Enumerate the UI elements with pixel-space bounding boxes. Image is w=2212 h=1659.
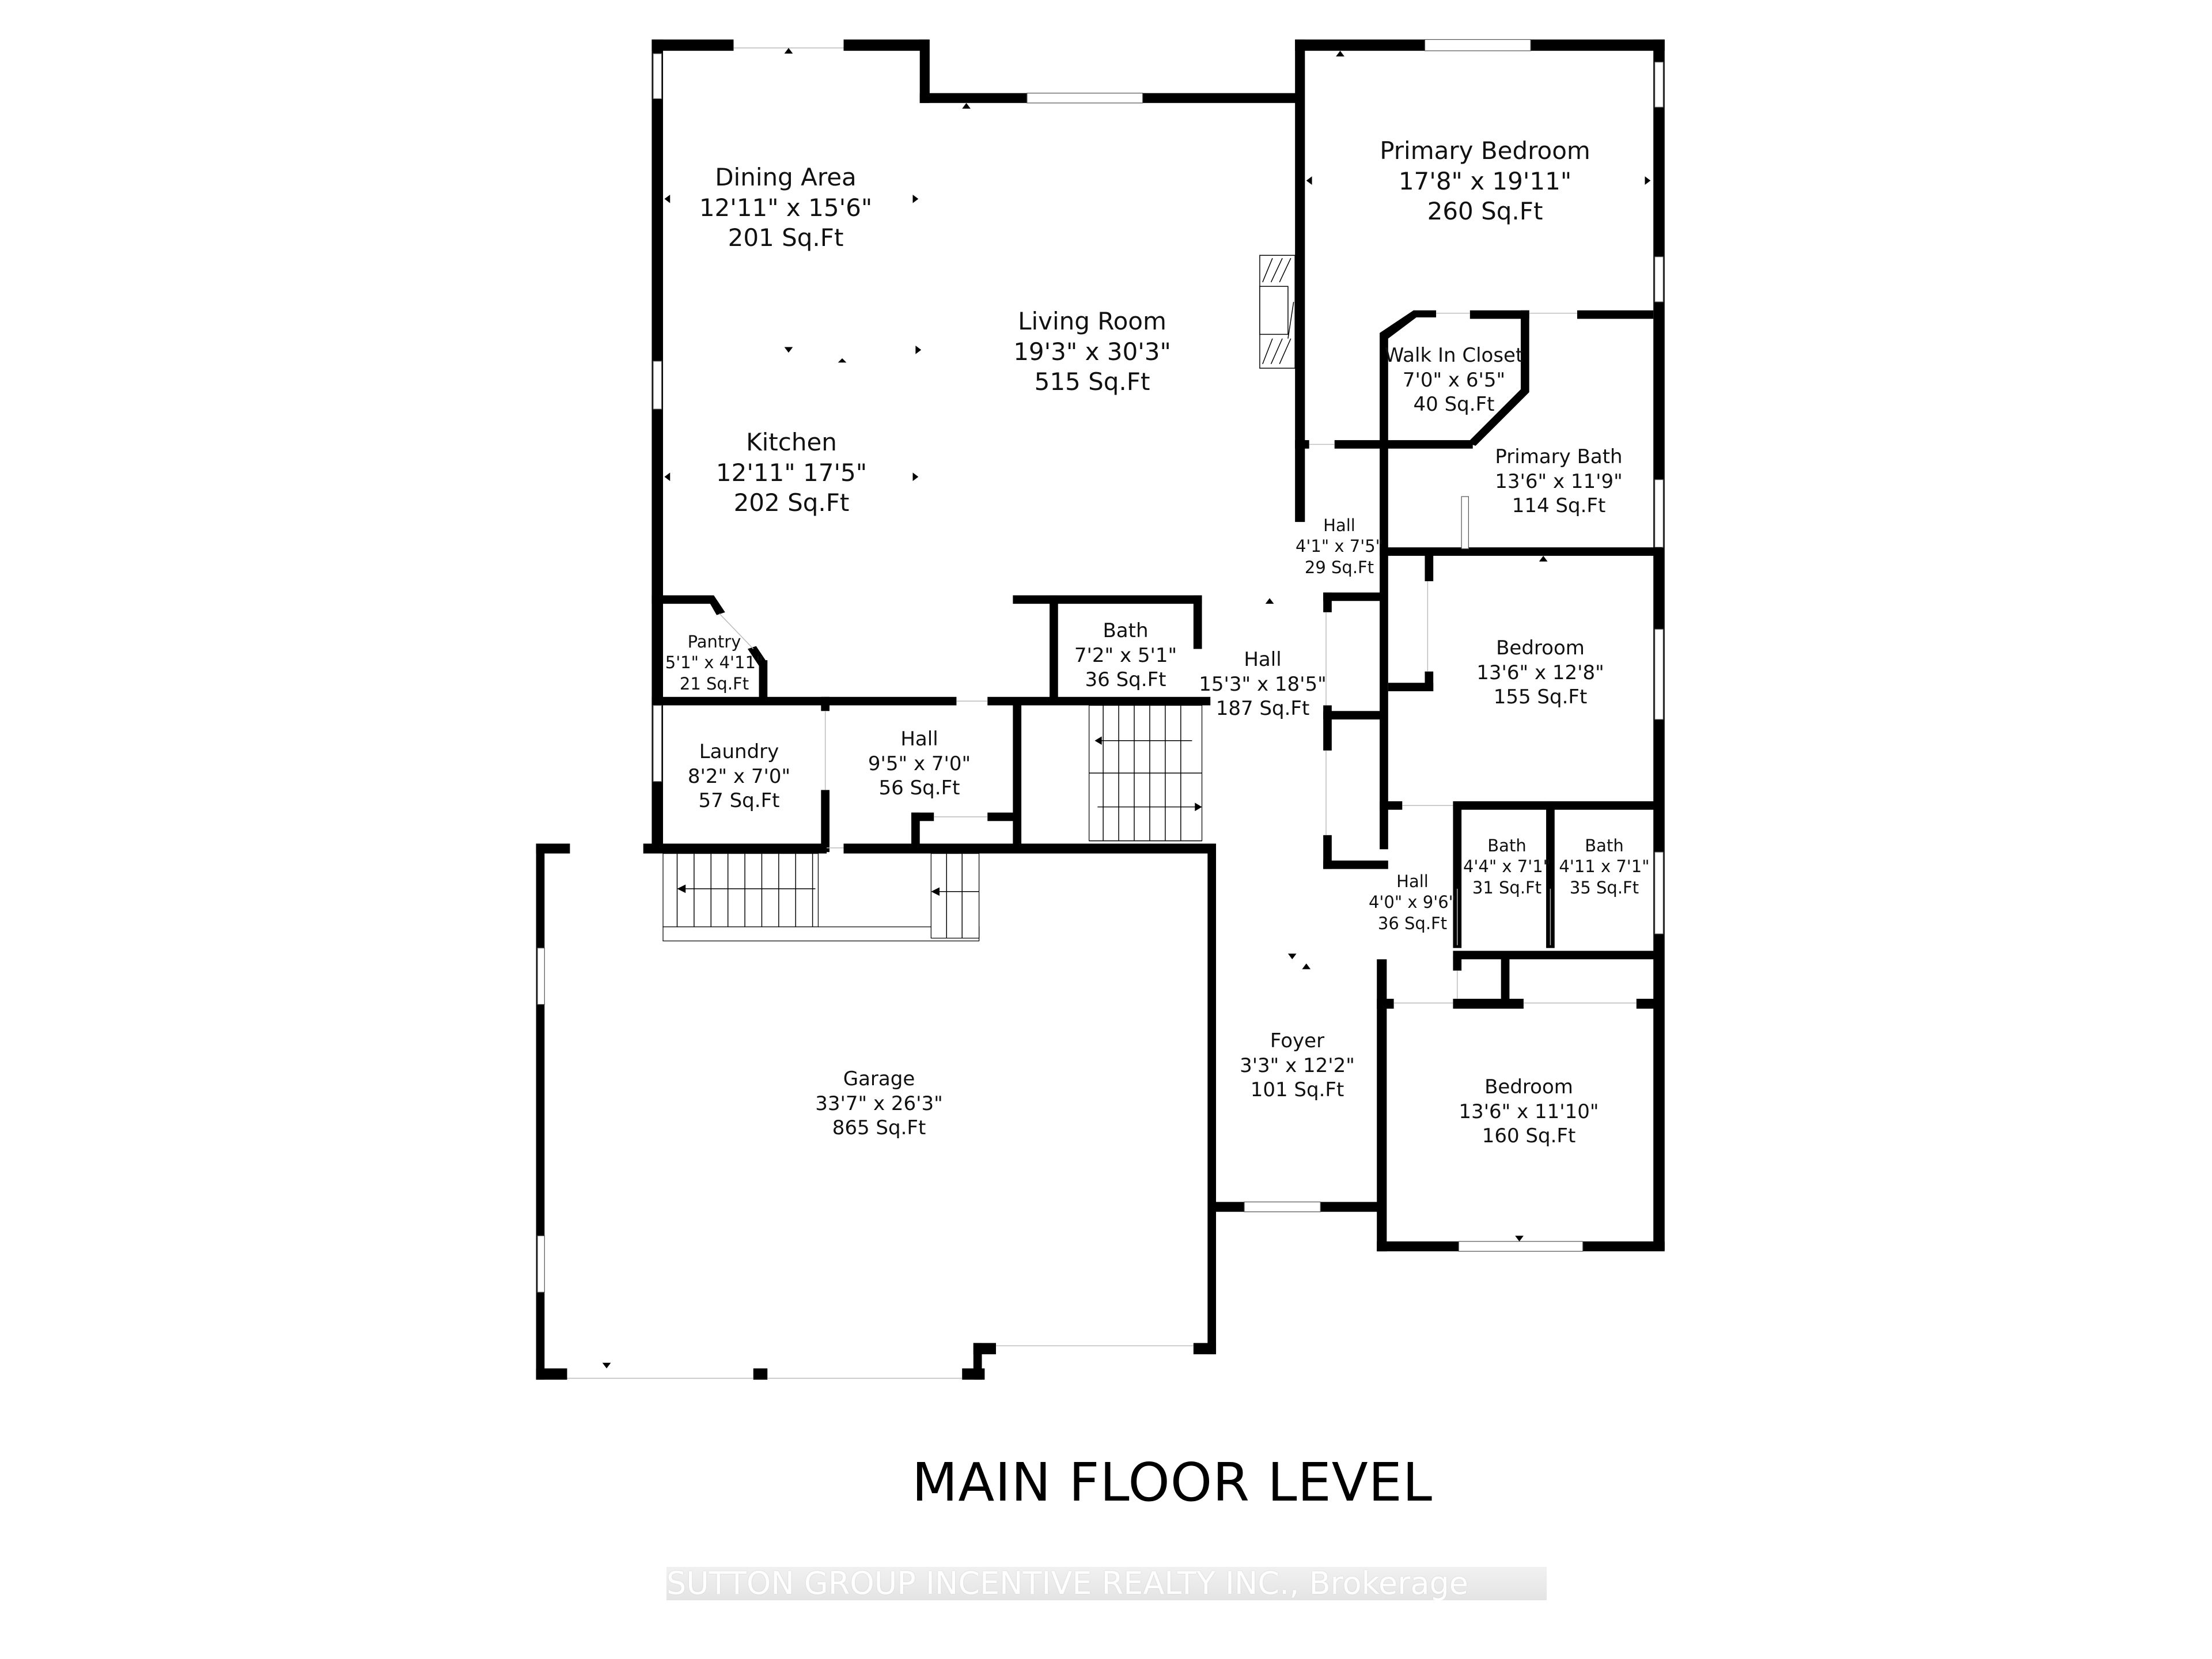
room-area: 865 Sq.Ft bbox=[832, 1116, 926, 1139]
room-dimensions: 13'6" x 11'9" bbox=[1495, 469, 1623, 493]
room-dimensions: 3'3" x 12'2" bbox=[1240, 1054, 1355, 1077]
center-walls bbox=[652, 595, 1211, 853]
dimension-markers bbox=[602, 48, 1651, 1369]
room-label-bath-36: Bath 7'2" x 5'1" 36 Sq.Ft bbox=[1074, 619, 1177, 692]
room-area: 29 Sq.Ft bbox=[1304, 557, 1374, 577]
room-dimensions: 9'5" x 7'0" bbox=[868, 752, 971, 775]
room-area: 57 Sq.Ft bbox=[698, 789, 780, 812]
room-dimensions: 12'11" x 15'6" bbox=[699, 193, 873, 222]
room-label-primary-bath: Primary Bath 13'6" x 11'9" 114 Sq.Ft bbox=[1495, 445, 1623, 518]
room-area: 35 Sq.Ft bbox=[1569, 877, 1639, 897]
room-dimensions: 33'7" x 26'3" bbox=[815, 1092, 943, 1115]
room-area: 187 Sq.Ft bbox=[1215, 697, 1310, 720]
room-name: Hall bbox=[1396, 872, 1429, 891]
room-label-hall-29: Hall 4'1" x 7'5" 29 Sq.Ft bbox=[1296, 515, 1383, 578]
room-area: 40 Sq.Ft bbox=[1413, 393, 1495, 416]
room-name: Garage bbox=[843, 1067, 915, 1090]
room-label-hall-187: Hall 15'3" x 18'5" 187 Sq.Ft bbox=[1199, 647, 1327, 721]
room-dimensions: 5'1" x 4'11" bbox=[665, 653, 764, 673]
room-label-hall-56: Hall 9'5" x 7'0" 56 Sq.Ft bbox=[868, 727, 971, 801]
room-name: Primary Bedroom bbox=[1380, 137, 1590, 165]
room-label-bath-35: Bath 4'11 x 7'1" 35 Sq.Ft bbox=[1559, 835, 1649, 898]
room-label-bath-31: Bath 4'4" x 7'1" 31 Sq.Ft bbox=[1463, 835, 1551, 898]
room-area: 155 Sq.Ft bbox=[1493, 685, 1588, 709]
room-name: Hall bbox=[1244, 648, 1282, 671]
room-label-primary-bedroom: Primary Bedroom 17'8" x 19'11" 260 Sq.Ft bbox=[1380, 136, 1590, 227]
room-label-foyer: Foyer 3'3" x 12'2" 101 Sq.Ft bbox=[1240, 1029, 1355, 1103]
room-label-living-room: Living Room 19'3" x 30'3" 515 Sq.Ft bbox=[1013, 306, 1171, 397]
room-area: 56 Sq.Ft bbox=[878, 777, 960, 800]
room-name: Living Room bbox=[1018, 307, 1166, 335]
room-dimensions: 4'1" x 7'5" bbox=[1295, 536, 1384, 556]
room-label-dining-area: Dining Area 12'11" x 15'6" 201 Sq.Ft bbox=[699, 162, 872, 253]
room-dimensions: 4'0" x 9'6" bbox=[1368, 892, 1457, 912]
room-name: Hall bbox=[1323, 516, 1355, 535]
room-dimensions: 12'11" 17'5" bbox=[715, 458, 868, 487]
room-name: Bath bbox=[1585, 836, 1624, 855]
room-area: 260 Sq.Ft bbox=[1427, 197, 1543, 225]
fireplace-icon bbox=[1259, 255, 1296, 369]
room-name: Hall bbox=[900, 728, 938, 751]
room-dimensions: 13'6" x 11'10" bbox=[1459, 1100, 1599, 1123]
room-name: Kitchen bbox=[746, 428, 837, 456]
room-dimensions: 4'4" x 7'1" bbox=[1463, 857, 1551, 877]
brokerage-watermark: SUTTON GROUP INCENTIVE REALTY INC., Brok… bbox=[666, 1567, 1547, 1600]
room-name: Bath bbox=[1103, 619, 1149, 642]
room-name: Primary Bath bbox=[1495, 445, 1623, 468]
room-name: Dining Area bbox=[715, 163, 857, 191]
room-area: 202 Sq.Ft bbox=[733, 488, 850, 517]
room-label-walk-in-closet: Walk In Closet 7'0" x 6'5" 40 Sq.Ft bbox=[1385, 343, 1524, 417]
room-dimensions: 7'0" x 6'5" bbox=[1402, 368, 1506, 392]
room-area: 36 Sq.Ft bbox=[1085, 668, 1166, 691]
room-label-hall-36: Hall 4'0" x 9'6" 36 Sq.Ft bbox=[1369, 871, 1456, 934]
room-area: 201 Sq.Ft bbox=[728, 224, 844, 252]
room-area: 21 Sq.Ft bbox=[679, 673, 749, 694]
stairs-icon bbox=[662, 704, 1203, 942]
room-label-laundry: Laundry 8'2" x 7'0" 57 Sq.Ft bbox=[688, 740, 790, 813]
room-name: Bath bbox=[1487, 836, 1527, 855]
windows bbox=[537, 39, 1664, 1293]
room-dimensions: 8'2" x 7'0" bbox=[687, 764, 791, 788]
room-label-garage: Garage 33'7" x 26'3" 865 Sq.Ft bbox=[815, 1067, 943, 1141]
outer-walls bbox=[536, 39, 1665, 1380]
room-dimensions: 15'3" x 18'5" bbox=[1199, 672, 1327, 696]
room-area: 160 Sq.Ft bbox=[1482, 1124, 1576, 1147]
room-name: Bedroom bbox=[1496, 637, 1585, 660]
room-dimensions: 13'6" x 12'8" bbox=[1476, 661, 1604, 684]
room-area: 31 Sq.Ft bbox=[1472, 877, 1542, 897]
room-dimensions: 19'3" x 30'3" bbox=[1013, 337, 1171, 366]
room-area: 114 Sq.Ft bbox=[1512, 494, 1606, 517]
room-name: Walk In Closet bbox=[1384, 344, 1524, 367]
room-area: 36 Sq.Ft bbox=[1377, 913, 1448, 933]
room-label-bedroom-155: Bedroom 13'6" x 12'8" 155 Sq.Ft bbox=[1476, 636, 1604, 710]
room-name: Bedroom bbox=[1484, 1075, 1573, 1099]
room-label-kitchen: Kitchen 12'11" 17'5" 202 Sq.Ft bbox=[716, 427, 867, 518]
room-area: 101 Sq.Ft bbox=[1250, 1078, 1344, 1101]
floor-level-title: MAIN FLOOR LEVEL bbox=[911, 1452, 1433, 1513]
primary-suite-walls bbox=[1295, 310, 1662, 850]
room-dimensions: 4'11 x 7'1" bbox=[1559, 857, 1650, 877]
room-area: 515 Sq.Ft bbox=[1034, 368, 1150, 396]
room-name: Laundry bbox=[699, 740, 779, 763]
room-dimensions: 7'2" x 5'1" bbox=[1074, 643, 1177, 667]
room-dimensions: 17'8" x 19'11" bbox=[1398, 166, 1572, 195]
room-name: Pantry bbox=[687, 632, 741, 652]
room-label-bedroom-160: Bedroom 13'6" x 11'10" 160 Sq.Ft bbox=[1459, 1075, 1599, 1149]
room-name: Foyer bbox=[1270, 1029, 1325, 1052]
room-label-pantry: Pantry 5'1" x 4'11" 21 Sq.Ft bbox=[665, 631, 763, 694]
bedroom-wing-walls bbox=[1323, 553, 1662, 1009]
